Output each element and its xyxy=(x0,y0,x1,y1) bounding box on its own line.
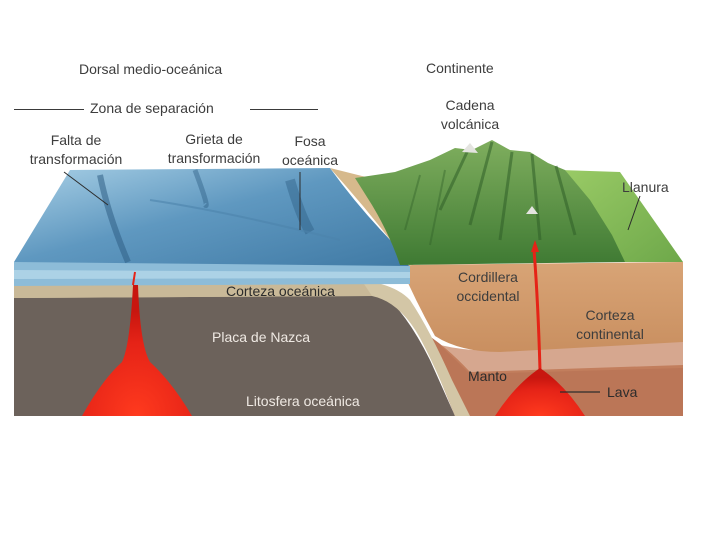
volcanic-mountain-range xyxy=(355,140,625,265)
oceanic-lithosphere-label: Litosfera oceánica xyxy=(246,392,360,411)
transform-rift-label: Grieta de transformación xyxy=(154,130,274,168)
continental-crust-label: Corteza continental xyxy=(562,306,658,344)
transform-fault-label-line2: transformación xyxy=(16,150,136,169)
transform-rift-label-line1: Grieta de xyxy=(154,130,274,149)
transform-rift-label-line2: transformación xyxy=(154,149,274,168)
oceanic-crust-label: Corteza oceánica xyxy=(226,282,335,301)
mid-ocean-ridge-label: Dorsal medio-oceánica xyxy=(79,60,222,79)
volcanic-chain-label-line2: volcánica xyxy=(430,115,510,134)
western-cordillera-label-line1: Cordillera xyxy=(440,268,536,287)
plain-label: Llanura xyxy=(622,178,669,197)
transform-fault-label: Falta de transformación xyxy=(16,131,136,169)
ocean-trench-label: Fosa oceánica xyxy=(272,132,348,170)
separation-zone-line-right xyxy=(250,109,318,110)
volcanic-chain-label-line1: Cadena xyxy=(430,96,510,115)
volcanic-chain-label: Cadena volcánica xyxy=(430,96,510,134)
ocean-trench-label-line2: oceánica xyxy=(272,151,348,170)
lava-label: Lava xyxy=(607,383,637,402)
continental-crust-label-line1: Corteza xyxy=(562,306,658,325)
western-cordillera-label: Cordillera occidental xyxy=(440,268,536,306)
nazca-plate-label: Placa de Nazca xyxy=(212,328,310,347)
western-cordillera-label-line2: occidental xyxy=(440,287,536,306)
mantle-label: Manto xyxy=(468,367,507,386)
separation-zone-line-left xyxy=(14,109,84,110)
oceanic-lithosphere-section xyxy=(14,292,455,416)
transform-fault-label-line1: Falta de xyxy=(16,131,136,150)
continental-crust-label-line2: continental xyxy=(562,325,658,344)
separation-zone-label: Zona de separación xyxy=(90,99,214,118)
ocean-trench-label-line1: Fosa xyxy=(272,132,348,151)
continent-label: Continente xyxy=(426,59,494,78)
